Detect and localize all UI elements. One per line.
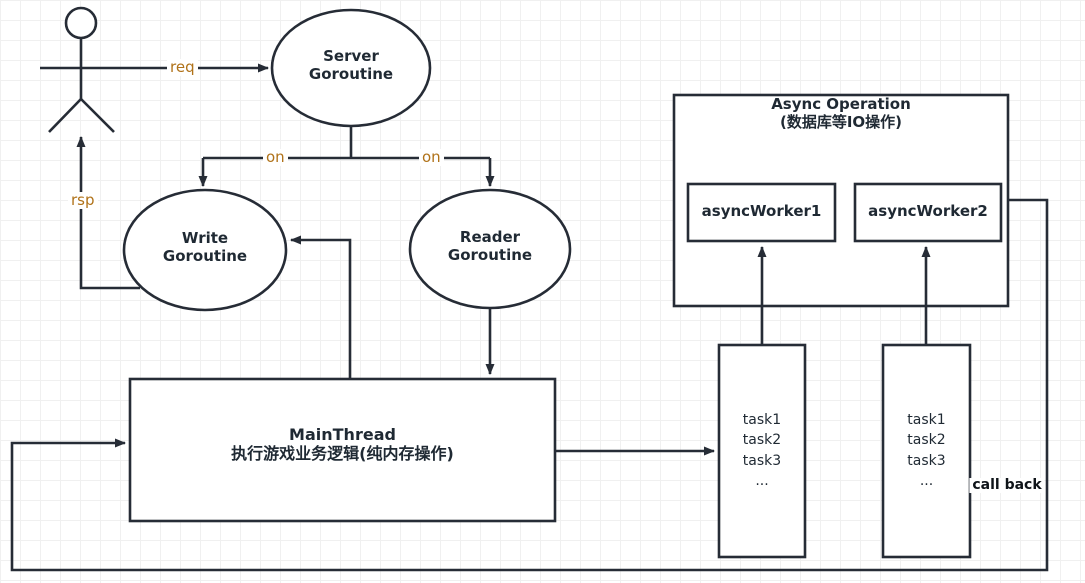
node-worker1-shape bbox=[686, 182, 837, 243]
node-mainthread-shape bbox=[128, 377, 557, 523]
node-queue1-shape bbox=[717, 343, 807, 559]
edge-label-req: req bbox=[167, 59, 198, 76]
edge-mainthread-to-write bbox=[290, 235, 352, 379]
actor-figure bbox=[40, 6, 122, 133]
edge-label-on-left: on bbox=[263, 149, 288, 166]
node-reader-goroutine-shape bbox=[408, 188, 572, 310]
node-queue2-shape bbox=[881, 343, 972, 559]
edge-on-fork bbox=[198, 126, 495, 187]
edge-call-back bbox=[10, 198, 1049, 572]
edge-label-on-right: on bbox=[419, 149, 444, 166]
edge-label-rsp: rsp bbox=[68, 192, 98, 209]
edge-label-call-back: call back bbox=[969, 477, 1045, 494]
node-worker2-shape bbox=[853, 182, 1003, 243]
edge-rsp bbox=[76, 136, 140, 290]
node-server-goroutine-shape bbox=[270, 8, 432, 128]
node-write-goroutine-shape bbox=[122, 188, 288, 312]
